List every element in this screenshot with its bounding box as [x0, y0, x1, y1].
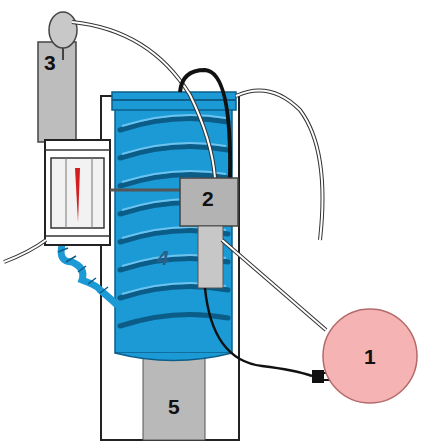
- sensor-stem: [62, 48, 64, 60]
- cable: [222, 240, 326, 330]
- cable: [72, 22, 215, 178]
- frame: [101, 96, 239, 440]
- spiral-tube-lines: [58, 248, 108, 293]
- cable: [72, 22, 215, 178]
- pump-circle: [323, 309, 417, 403]
- cable: [4, 240, 46, 262]
- cable: [180, 70, 230, 178]
- cable: [4, 240, 46, 262]
- cable: [236, 90, 323, 240]
- helix-highlight: [122, 115, 226, 294]
- coil-cylinder: [115, 108, 232, 353]
- power-cord: [205, 288, 312, 376]
- callout-number: 5: [168, 396, 180, 417]
- clamp-window: [51, 158, 104, 228]
- plug: [312, 370, 324, 383]
- needle: [75, 168, 80, 222]
- clamp-guide: [92, 158, 93, 228]
- sensor-head: [49, 12, 77, 48]
- box-stem: [198, 226, 223, 288]
- callout-number: 1: [364, 346, 376, 367]
- clamp-line: [45, 149, 110, 151]
- callout-number: 2: [202, 188, 214, 209]
- cable: [222, 240, 326, 330]
- callout-number: 4: [157, 247, 169, 268]
- callout-number: 3: [44, 52, 56, 73]
- support-arm: [110, 189, 180, 192]
- clamp-line: [45, 235, 110, 237]
- cable: [236, 90, 323, 240]
- spiral-tube: [61, 245, 116, 304]
- clamp: [45, 140, 110, 245]
- control-box: [180, 178, 238, 226]
- clamp-guide: [66, 158, 67, 228]
- sensor-rod: [38, 42, 76, 142]
- cylinder-bottom: [115, 353, 232, 361]
- top-plate: [112, 92, 236, 110]
- plate-edge: [112, 99, 236, 101]
